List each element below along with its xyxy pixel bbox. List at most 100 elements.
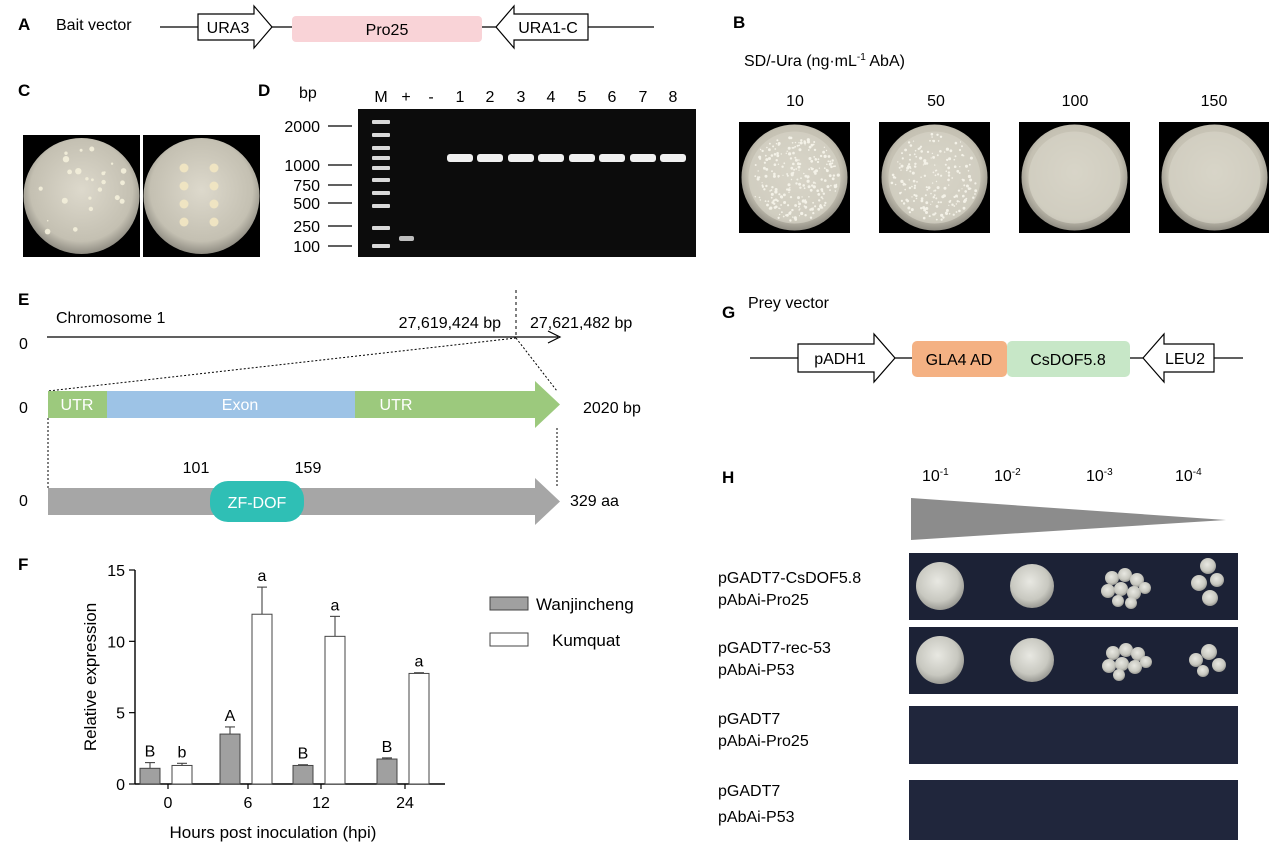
exon-label: Exon <box>222 397 258 414</box>
prey-vector-title: Prey vector <box>748 295 830 312</box>
significance-letter: a <box>258 568 267 585</box>
chromosome-label: Chromosome 1 <box>56 310 165 327</box>
y1h-row-3: pGADT7 pAbAi-Pro25 <box>718 706 1238 764</box>
gel-ladder-band <box>372 166 390 170</box>
x-tick-label: 0 <box>164 795 173 812</box>
panel-label-g: G <box>722 303 735 322</box>
y1h-row-1: pGADT7-CsDOF5.8 pAbAi-Pro25 <box>718 553 1238 620</box>
bait-vector-title: Bait vector <box>56 17 132 34</box>
significance-letter: B <box>145 744 156 761</box>
dilution-3: 10-3 <box>1086 467 1113 485</box>
gel-positive-band <box>399 236 414 241</box>
legend-swatch-wanjincheng <box>489 596 529 611</box>
gel-marker-size: 1000 <box>284 158 320 175</box>
gel-lane-label: - <box>428 89 433 106</box>
gel-marker-size: 250 <box>293 219 320 236</box>
row4-line1: pGADT7 <box>718 783 780 800</box>
gel-marker-size: 750 <box>293 178 320 195</box>
y-tick-label: 0 <box>116 777 125 794</box>
y1h-dilution-assay: 10-1 10-2 10-3 10-4 pGADT7-CsDOF5.8 pAbA… <box>718 467 1238 840</box>
pro25-label: Pro25 <box>366 22 409 39</box>
protein-length: 329 aa <box>570 493 619 510</box>
significance-letter: B <box>298 746 309 763</box>
gel-ladder-band <box>372 204 390 208</box>
zero-label-gene: 0 <box>19 400 28 417</box>
bar-wanjincheng <box>376 758 398 785</box>
legend-label-kumquat: Kumquat <box>552 631 620 650</box>
x-axis-label: Hours post inoculation (hpi) <box>170 823 377 842</box>
panel-label-e: E <box>18 290 29 309</box>
row3-line1: pGADT7 <box>718 711 780 728</box>
gel-lane-label: 4 <box>547 89 556 106</box>
locus-start: 27,619,424 bp <box>399 315 501 332</box>
gel-sample-band <box>447 154 473 162</box>
zf-dof-domain <box>210 481 304 522</box>
aba-conc-50: 50 <box>927 93 945 110</box>
utr3-arrow <box>355 381 560 428</box>
ura3-label: URA3 <box>207 20 250 37</box>
panel-label-c: C <box>18 81 30 100</box>
aba-conc-150: 150 <box>1201 93 1228 110</box>
bar-kumquat <box>251 613 273 785</box>
gel-lane-label: 8 <box>669 89 678 106</box>
row3-spot-image <box>909 706 1238 764</box>
gel-bp-label: bp <box>299 85 317 102</box>
gene-length: 2020 bp <box>583 400 641 417</box>
gel-image <box>358 109 696 257</box>
legend-label-wanjincheng: Wanjincheng <box>536 595 634 614</box>
zero-label-protein: 0 <box>19 493 28 510</box>
plate-aba-10 <box>739 122 850 233</box>
locus-end: 27,621,482 bp <box>530 315 632 332</box>
csdof58-label: CsDOF5.8 <box>1030 352 1106 369</box>
prey-vector-diagram: Prey vector pADH1 GLA4 AD CsDOF5.8 LEU2 <box>748 295 1243 384</box>
gel-lane-label: + <box>401 89 410 106</box>
gel-sample-band <box>538 154 564 162</box>
panel-label-d: D <box>258 81 270 100</box>
bar-kumquat <box>324 635 346 785</box>
gel-marker-size: 500 <box>293 196 320 213</box>
bar-kumquat <box>408 672 430 785</box>
gel-sample-band <box>569 154 595 162</box>
significance-letter: A <box>225 708 236 725</box>
x-tick-label: 6 <box>244 795 253 812</box>
domain-start: 101 <box>183 460 210 477</box>
gel-lane-label: 1 <box>456 89 465 106</box>
utr3-label: UTR <box>380 397 413 414</box>
colony-plates <box>23 135 260 257</box>
panel-label-b: B <box>733 13 745 32</box>
panel-label-h: H <box>722 468 734 487</box>
y-tick-label: 15 <box>107 563 125 580</box>
zero-label-chrom: 0 <box>19 336 28 353</box>
gel-ladder-band <box>372 226 390 230</box>
panel-label-f: F <box>18 555 28 574</box>
gal4-ad-box <box>912 341 1007 377</box>
panel-label-a: A <box>18 15 30 34</box>
bait-vector-diagram: Bait vector URA3 Pro25 URA1-C <box>56 4 654 50</box>
legend-swatch-kumquat <box>489 632 529 647</box>
utr5-label: UTR <box>61 397 94 414</box>
utr5-block <box>48 391 107 418</box>
y-tick-label: 5 <box>116 706 125 723</box>
plate-aba-150 <box>1159 122 1269 233</box>
row4-spot-image <box>909 780 1238 840</box>
row3-line2: pAbAi-Pro25 <box>718 733 809 750</box>
y-axis-label: Relative expression <box>81 603 100 751</box>
row4-line2: pAbAi-P53 <box>718 809 795 826</box>
row2-line2: pAbAi-P53 <box>718 662 795 679</box>
gel-lane-label: 2 <box>486 89 495 106</box>
gel-sample-band <box>508 154 534 162</box>
gel-ladder-band <box>372 191 390 195</box>
aba-conc-100: 100 <box>1062 93 1089 110</box>
x-tick-label: 24 <box>396 795 414 812</box>
aba-title: SD/-Ura (ng·mL-1 AbA) <box>744 52 905 70</box>
gel-lane-label: 5 <box>578 89 587 106</box>
gel-sample-band <box>599 154 625 162</box>
row2-line1: pGADT7-rec-53 <box>718 640 831 657</box>
significance-letter: b <box>178 744 187 761</box>
gel-lane-label: 7 <box>639 89 648 106</box>
gel-ladder-band <box>372 120 390 124</box>
dilution-2: 10-2 <box>994 467 1021 485</box>
padh1-label: pADH1 <box>814 351 866 368</box>
ura1c-arrow <box>495 4 589 50</box>
